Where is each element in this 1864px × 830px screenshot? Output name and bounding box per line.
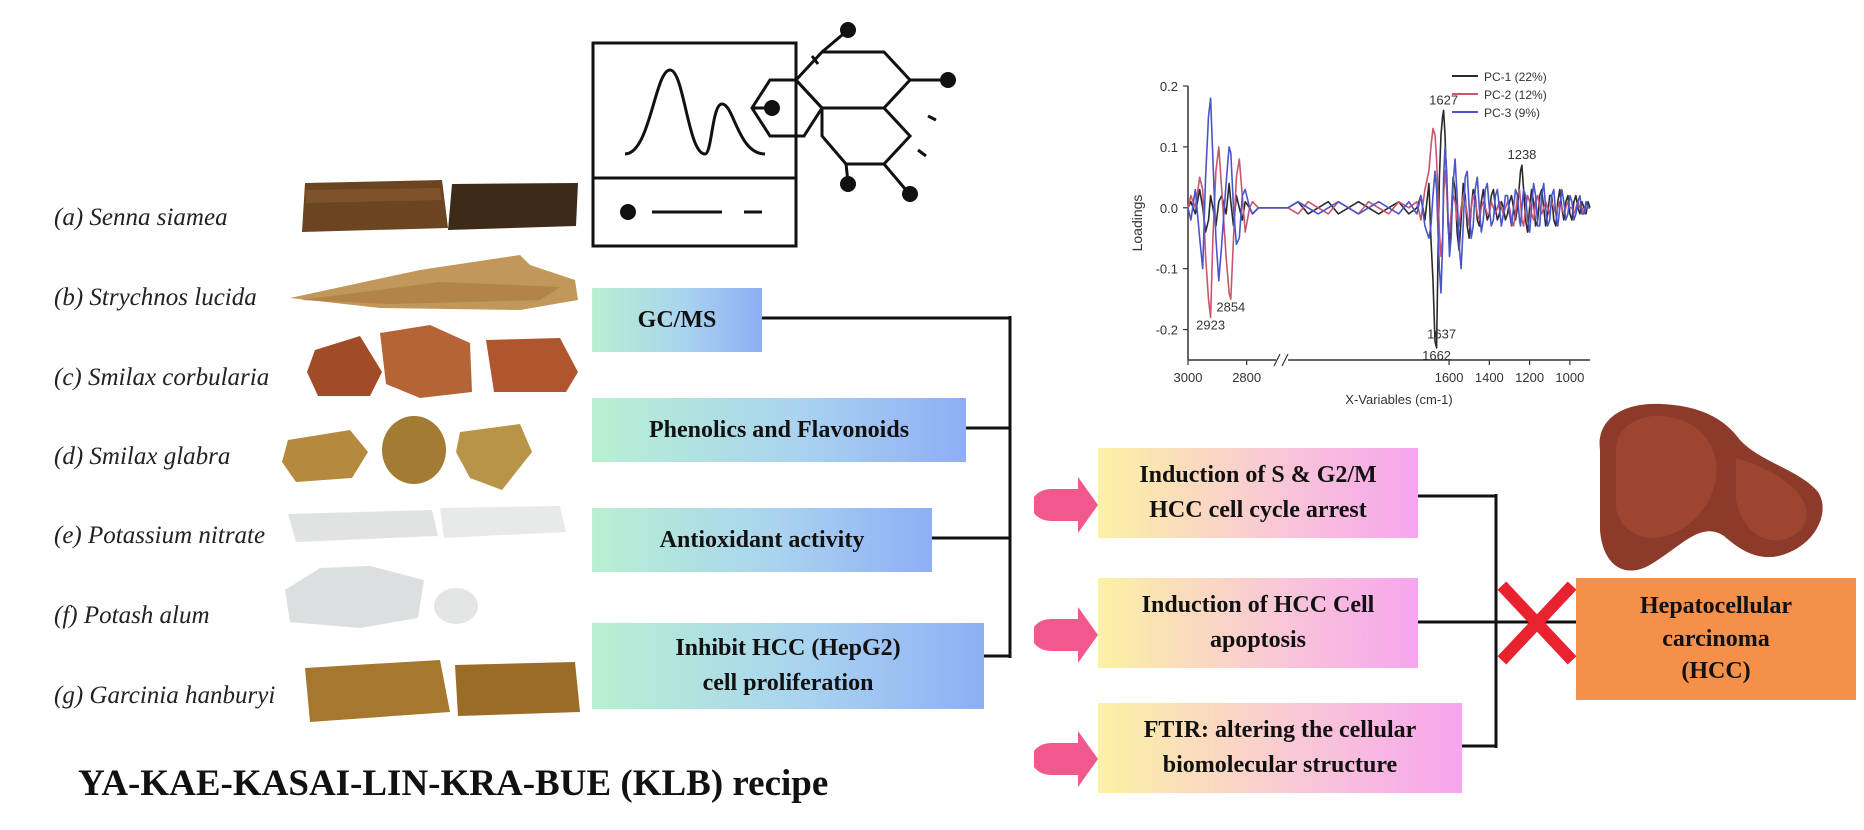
peak-annotation: 1627 [1429,92,1458,107]
analysis-box-antioxidant: Antioxidant activity [592,508,932,572]
inhibition-x-icon [1497,581,1577,665]
atom-icon [764,100,780,116]
analysis-box-phenolics: Phenolics and Flavonoids [592,398,966,462]
x-tick-label: 1600 [1435,370,1464,385]
analysis-label-proliferation: Inhibit HCC (HepG2) cell proliferation [675,635,901,696]
peak-annotation: 2854 [1216,299,1245,314]
photo-smilax-corbularia [307,325,578,398]
effect-box-ftir: FTIR: altering the cellular biomolecular… [1098,703,1462,793]
analysis-box-gcms: GC/MS [592,288,762,352]
chromatogram-dot-icon [620,204,636,220]
molecule-atoms [764,22,956,202]
target-label-hcc: Hepatocellular carcinoma (HCC) [1640,593,1792,685]
axis-break-mark [1273,353,1281,367]
pink-arrows [1034,477,1098,787]
analysis-label-antioxidant: Antioxidant activity [659,526,865,553]
sample-label-e: (e) Potassium nitrate [54,522,266,549]
photo-potassium-nitrate [288,506,566,542]
axis-break-mark [1281,353,1289,367]
y-tick-label: 0.2 [1160,79,1178,94]
series-line-3 [1187,97,1590,294]
effect-label-ftir: FTIR: altering the cellular biomolecular… [1143,717,1417,778]
atom-icon [902,186,918,202]
arrow-icon [1034,607,1098,663]
analysis-bracket [762,316,1012,658]
photo-senna-siamea [302,180,578,232]
photo-smilax-glabra [282,416,532,490]
atom-icon [840,176,856,192]
x-tick-label: 1200 [1515,370,1544,385]
y-tick-label: -0.1 [1156,262,1178,277]
effect-box-cell-cycle: Induction of S & G2/M HCC cell cycle arr… [1098,448,1418,538]
y-tick-label: 0.1 [1160,140,1178,155]
sample-label-f: (f) Potash alum [54,602,210,629]
series-line-2 [1187,127,1590,319]
sample-label-b: (b) Strychnos lucida [54,284,257,311]
effect-label-apoptosis: Induction of HCC Cell apoptosis [1141,592,1375,653]
peak-annotation: 1662 [1422,348,1451,363]
analysis-label-gcms: GC/MS [637,306,717,333]
x-tick-label: 1400 [1475,370,1504,385]
effect-box-apoptosis: Induction of HCC Cell apoptosis [1098,578,1418,668]
chromatogram-icon [591,41,798,248]
arrow-icon [1034,731,1098,787]
photo-strychnos-lucida [290,255,578,310]
analysis-box-proliferation: Inhibit HCC (HepG2) cell proliferation [592,623,984,709]
x-tick-label: 3000 [1174,370,1203,385]
legend-label: PC-1 (22%) [1484,70,1547,84]
atom-icon [840,22,856,38]
y-tick-label: 0.0 [1160,201,1178,216]
sample-label-a: (a) Senna siamea [54,204,228,231]
legend-label: PC-2 (12%) [1484,88,1547,102]
y-axis-label: Loadings [1129,195,1145,252]
effect-label-cell-cycle: Induction of S & G2/M HCC cell cycle arr… [1139,462,1377,523]
analysis-label-phenolics: Phenolics and Flavonoids [648,416,910,443]
target-box-hcc: Hepatocellular carcinoma (HCC) [1576,578,1856,700]
atom-icon [940,72,956,88]
sample-label-c: (c) Smilax corbularia [54,364,270,391]
peak-annotation: 1238 [1507,147,1536,162]
x-tick-label: 2800 [1232,370,1261,385]
legend-label: PC-3 (9%) [1484,106,1540,120]
x-tick-label: 1000 [1555,370,1584,385]
sample-label-d: (d) Smilax glabra [54,443,231,470]
peak-annotation: 1637 [1427,327,1456,342]
x-axis-label: X-Variables (cm-1) [1345,392,1452,407]
recipe-title: YA-KAE-KASAI-LIN-KRA-BUE (KLB) recipe [78,763,829,804]
arrow-icon [1034,477,1098,533]
y-tick-label: -0.2 [1156,323,1178,338]
sample-label-g: (g) Garcinia hanburyi [54,682,276,709]
liver-icon [1599,403,1823,571]
photo-potash-alum [285,566,478,628]
peak-annotation: 2923 [1196,318,1225,333]
photo-garcinia-hanburyi [305,660,580,722]
